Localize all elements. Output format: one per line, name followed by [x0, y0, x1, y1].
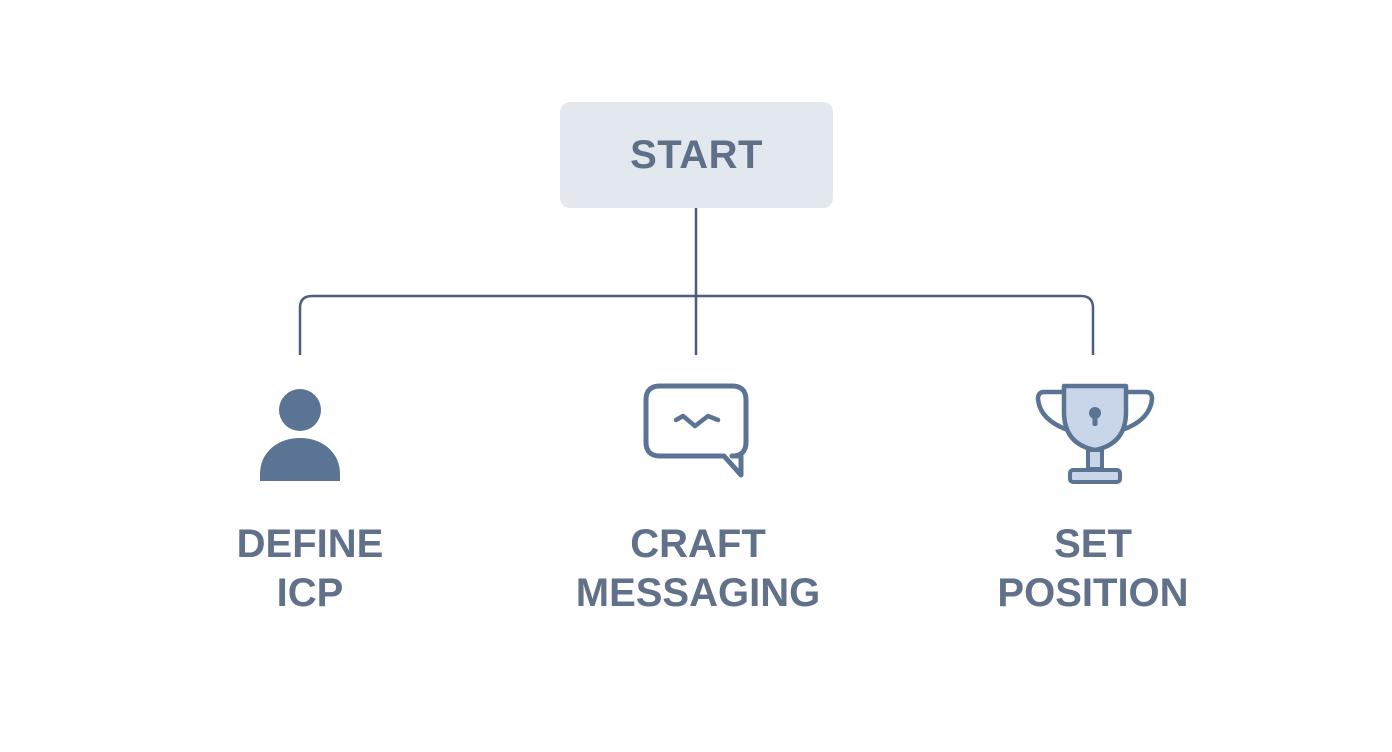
- chat-bubble-icon: [643, 383, 749, 478]
- step-label-define-icp: DEFINE ICP: [140, 520, 480, 618]
- step-label-line: ICP: [276, 571, 344, 615]
- trophy-icon: [1035, 383, 1155, 484]
- connector-branch-right: [696, 294, 1095, 355]
- step-label-line: CRAFT: [630, 522, 766, 566]
- start-label: START: [630, 132, 763, 177]
- step-label-craft-messaging: CRAFT MESSAGING: [528, 520, 868, 618]
- connector-branch-left: [298, 294, 696, 355]
- person-icon: [260, 389, 340, 481]
- step-label-line: MESSAGING: [575, 571, 821, 615]
- start-node: START: [560, 102, 833, 208]
- step-label-line: DEFINE: [236, 522, 384, 566]
- step-label-set-position: SET POSITION: [923, 520, 1263, 618]
- step-label-line: SET: [1054, 522, 1132, 566]
- step-label-line: POSITION: [997, 571, 1189, 615]
